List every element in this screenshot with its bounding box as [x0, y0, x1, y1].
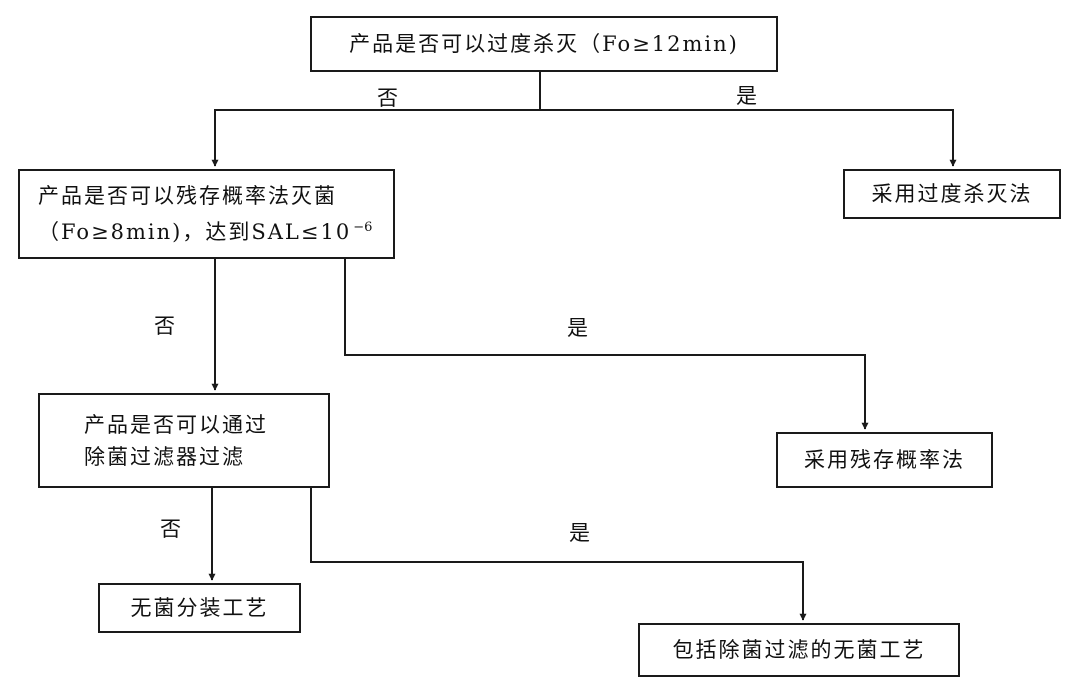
node-q2-line2: （Fo≥8min)，达到SAL≤10: [38, 220, 352, 244]
edge-label-q1-yes: 是: [736, 84, 757, 108]
edge-q3-yes: [310, 488, 807, 621]
node-q1-text: 产品是否可以过度杀灭（Fo≥12min): [349, 32, 739, 56]
node-r2-text: 采用残存概率法: [804, 448, 965, 472]
node-q3-filtration-question: 产品是否可以通过 除菌过滤器过滤: [38, 393, 330, 488]
node-r3-text: 无菌分装工艺: [130, 596, 269, 620]
edge-label-q2-no: 否: [154, 314, 175, 338]
node-q2-line1: 产品是否可以残存概率法灭菌: [38, 184, 337, 208]
edge-q2-yes: [344, 259, 869, 430]
node-q2-exponent: −6: [353, 220, 373, 235]
node-r4-text: 包括除菌过滤的无菌工艺: [672, 638, 926, 662]
node-r1-text: 采用过度杀灭法: [871, 182, 1033, 206]
node-q2-survival-question: 产品是否可以残存概率法灭菌 （Fo≥8min)，达到SAL≤10−6: [18, 169, 395, 259]
node-r4-aseptic-filtration: 包括除菌过滤的无菌工艺: [638, 623, 960, 677]
edge-label-q2-yes: 是: [567, 316, 588, 340]
edge-label-q3-yes: 是: [569, 521, 590, 545]
node-r1-overkill-method: 采用过度杀灭法: [843, 169, 1061, 219]
edge-label-q1-no: 否: [377, 86, 398, 110]
node-r2-survival-method: 采用残存概率法: [776, 432, 993, 488]
node-q3-line2: 除菌过滤器过滤: [84, 444, 245, 469]
node-q2-line2-wrap: （Fo≥8min)，达到SAL≤10−6: [38, 212, 372, 248]
edge-q1-yes: [540, 109, 957, 167]
edge-label-q3-no: 否: [160, 517, 181, 541]
node-r3-aseptic-filling: 无菌分装工艺: [98, 583, 301, 633]
edge-q1-no: [211, 109, 540, 167]
node-q3-line1: 产品是否可以通过: [84, 412, 268, 437]
node-q1-overkill-question: 产品是否可以过度杀灭（Fo≥12min): [310, 16, 778, 72]
